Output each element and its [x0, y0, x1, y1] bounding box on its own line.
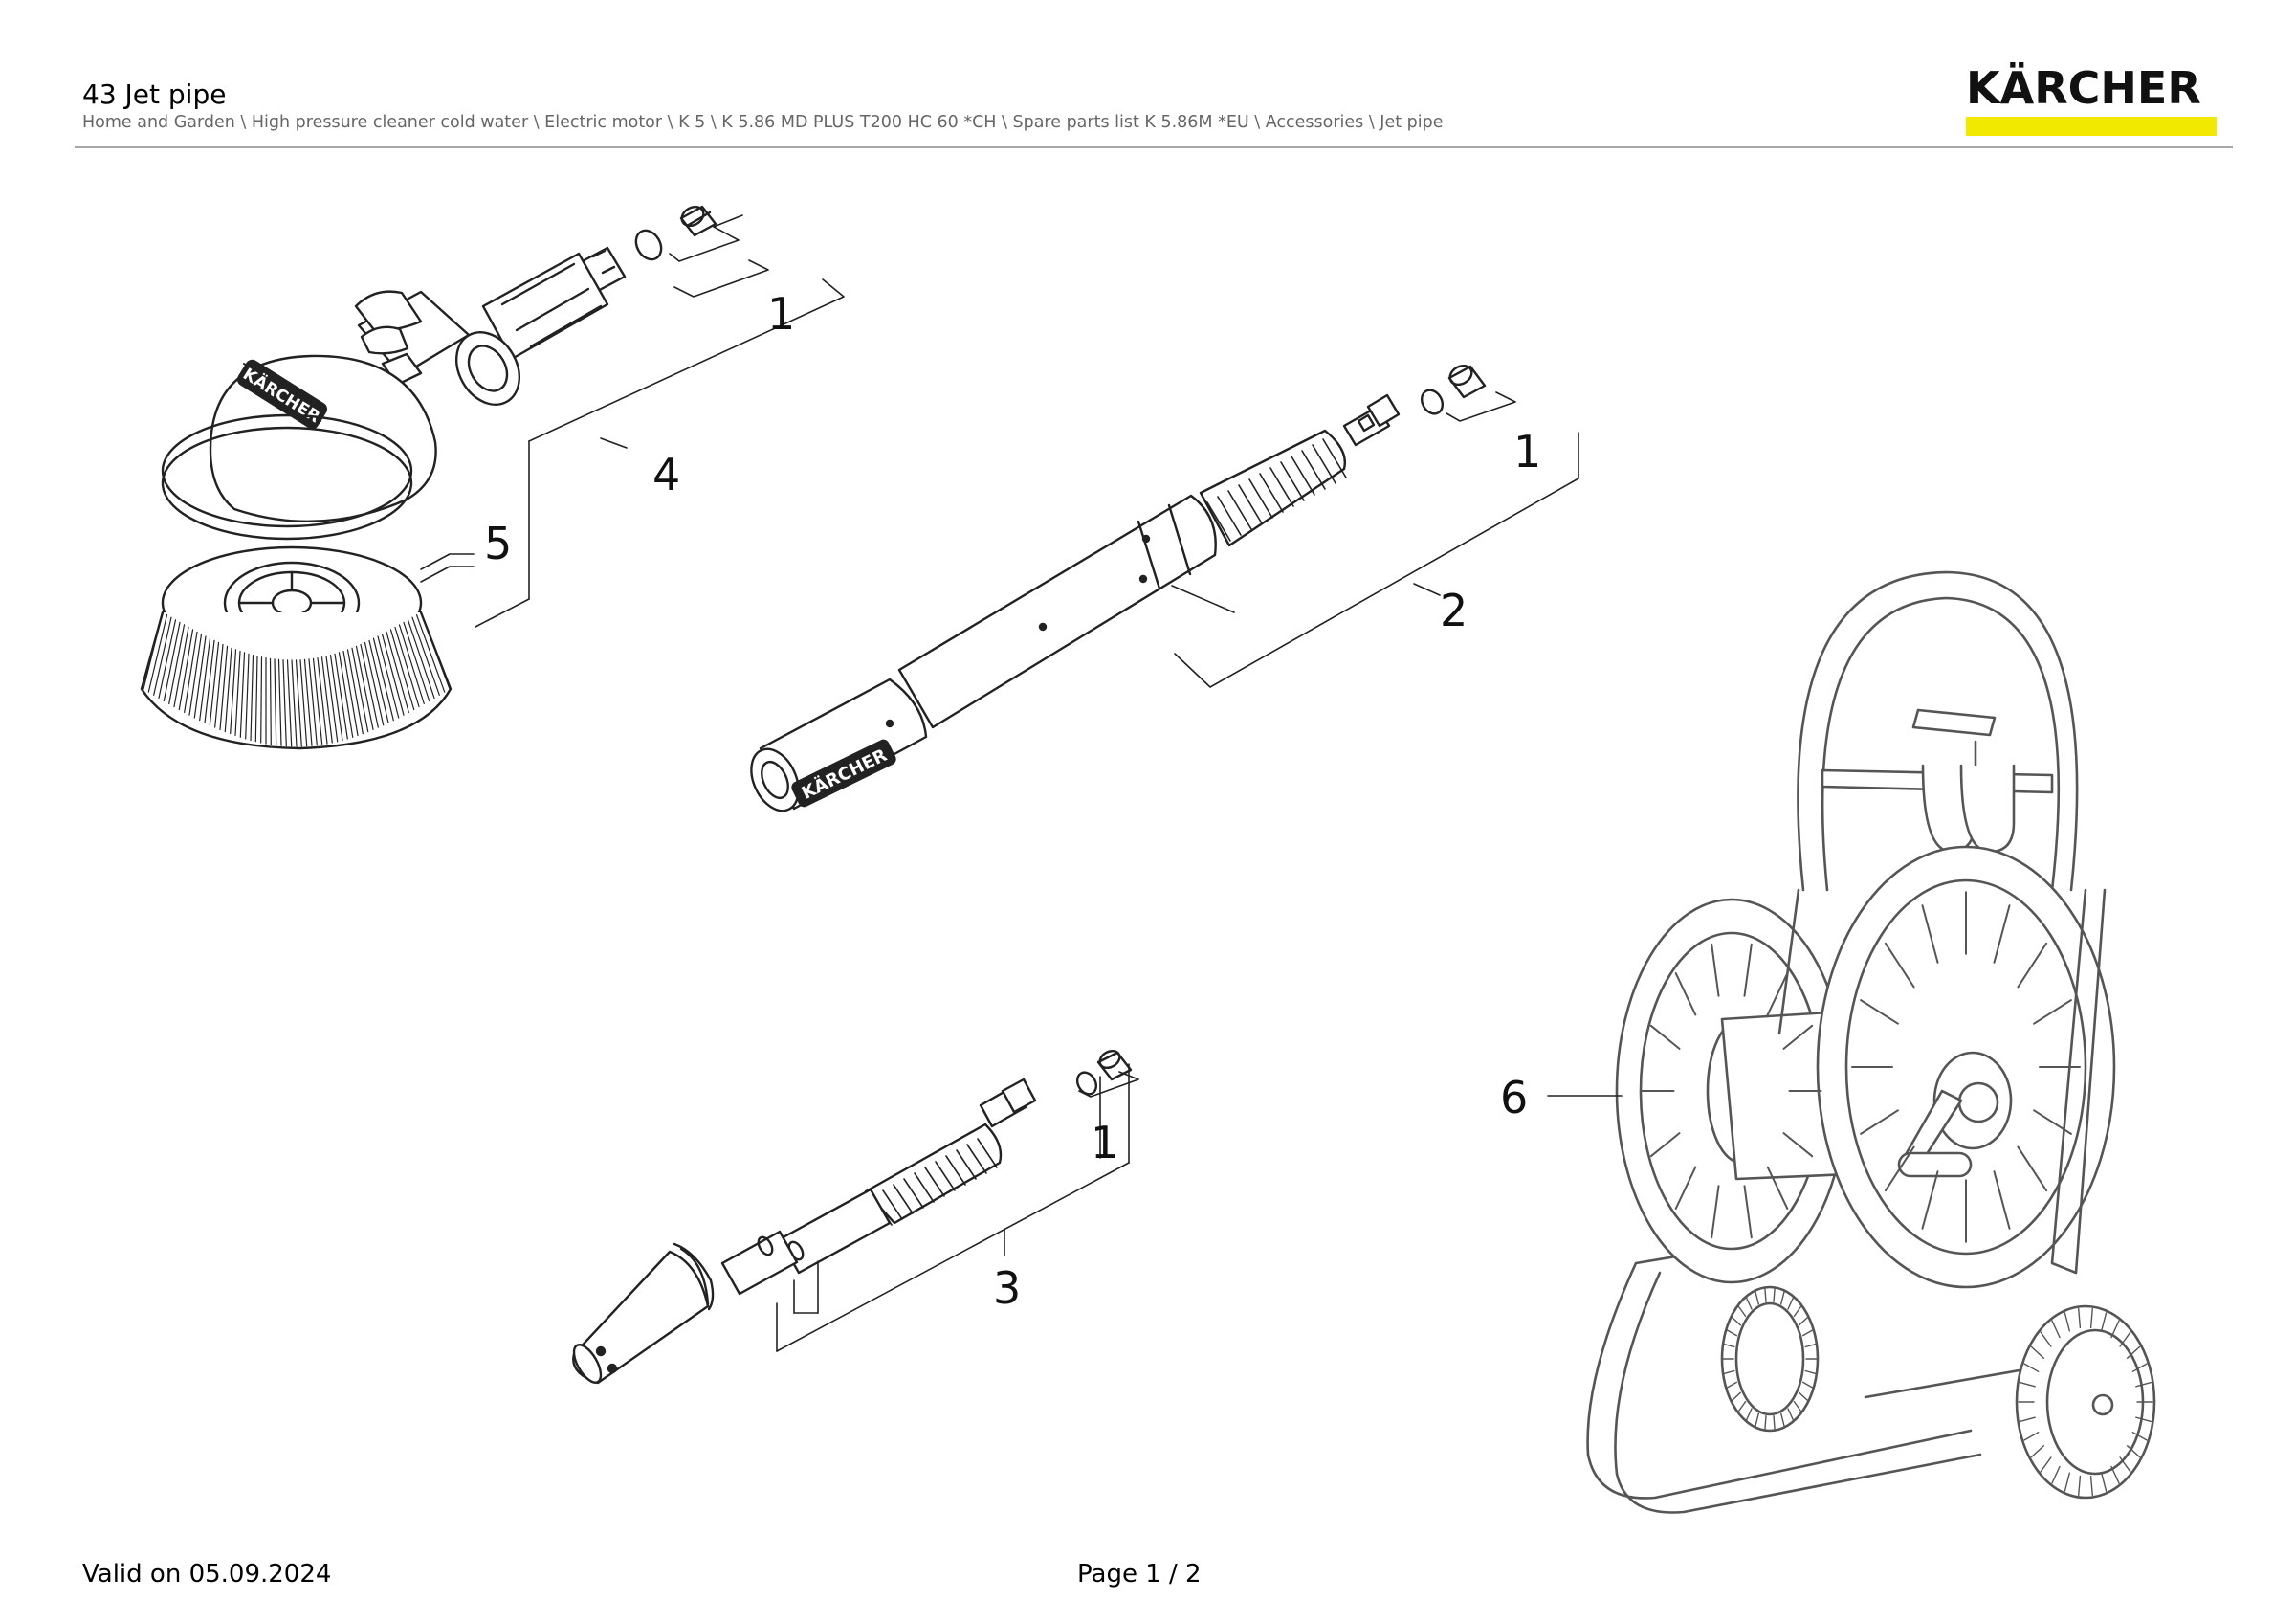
spray-lance-illustration: KÄRCHER: [750, 364, 1487, 812]
rotary-brush-illustration: KÄRCHER: [140, 205, 718, 750]
callout-5: 5: [484, 518, 512, 569]
logo-yellow-bar: [1966, 117, 2217, 136]
dirt-blaster-illustration: [572, 1049, 1133, 1385]
header-divider: [75, 146, 2233, 148]
callout-2: 2: [1440, 585, 1468, 636]
page-title: 43 Jet pipe: [82, 78, 227, 110]
logo-wordmark: KÄRCHER: [1966, 62, 2201, 114]
callout-1-blaster: 1: [1091, 1117, 1118, 1168]
brush-head-part: [140, 545, 453, 750]
karcher-logo: KÄRCHER: [1966, 62, 2217, 136]
callout-3: 3: [993, 1262, 1021, 1314]
hose-reel-trolley-illustration: [1586, 570, 2156, 1514]
footer-page-number: Page 1 / 2: [1077, 1560, 1202, 1589]
lance-nozzle-part: [1447, 364, 1487, 399]
brush-nozzle-part: [679, 205, 718, 237]
callout-4: 4: [652, 449, 680, 500]
breadcrumb: Home and Garden \ High pressure cleaner …: [82, 113, 1444, 132]
footer-valid-date: Valid on 05.09.2024: [82, 1560, 332, 1589]
callout-1-brush: 1: [767, 288, 795, 340]
callout-1-lance: 1: [1513, 426, 1541, 478]
callout-6: 6: [1500, 1072, 1528, 1123]
